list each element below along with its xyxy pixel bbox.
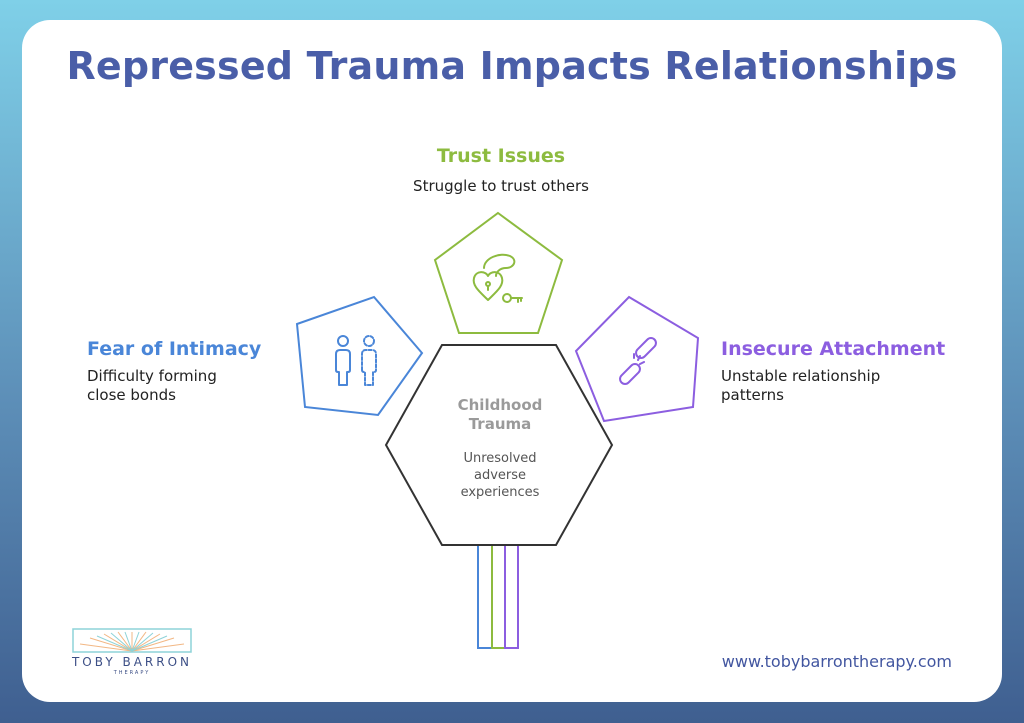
fear-title: Fear of Intimacy	[87, 338, 262, 360]
brand-name: TOBY BARRON	[71, 655, 193, 669]
stem-lines	[477, 545, 519, 649]
trust-desc: Struggle to trust others	[413, 177, 589, 195]
page-title: Repressed Trauma Impacts Relationships	[66, 44, 958, 88]
center-hexagon	[384, 344, 614, 546]
center-desc-line3: experiences	[460, 485, 540, 500]
website-link[interactable]: www.tobybarrontherapy.com	[721, 652, 952, 671]
insecure-pentagon	[574, 295, 700, 423]
center-desc-line2: adverse	[473, 468, 527, 483]
broken-chain-icon	[619, 337, 657, 385]
brand-sub: THERAPY	[113, 670, 151, 676]
insecure-desc-line1: Unstable relationship	[721, 367, 881, 385]
center-title-line2: Trauma	[468, 415, 532, 433]
heart-lock-key-icon	[472, 253, 523, 303]
two-people-icon	[335, 335, 377, 386]
fear-pentagon	[295, 295, 424, 417]
fear-desc-line1: Difficulty forming	[87, 367, 217, 385]
insecure-title: Insecure Attachment	[721, 338, 946, 360]
center-title-line1: Childhood	[457, 396, 543, 414]
fear-desc-line2: close bonds	[87, 386, 176, 404]
trust-title: Trust Issues	[436, 145, 566, 167]
insecure-desc-line2: patterns	[721, 386, 784, 404]
center-desc-line1: Unresolved	[463, 451, 537, 466]
sunrise-logo-icon	[72, 628, 192, 653]
